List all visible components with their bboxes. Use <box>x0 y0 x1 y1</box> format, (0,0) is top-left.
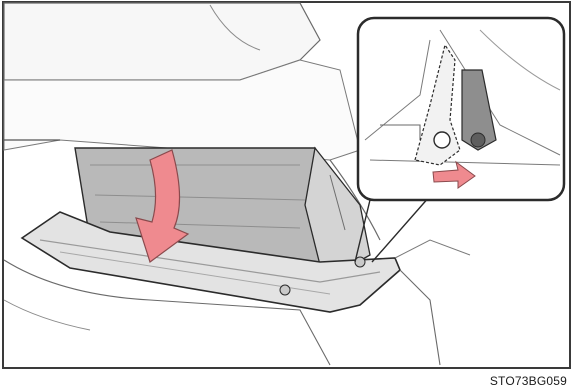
stopper-pin <box>434 132 450 148</box>
door-hinge-left <box>280 285 290 295</box>
detail-inset <box>358 18 564 200</box>
damper-pin <box>471 133 485 147</box>
figure-code: STO73BG059 <box>490 374 567 388</box>
